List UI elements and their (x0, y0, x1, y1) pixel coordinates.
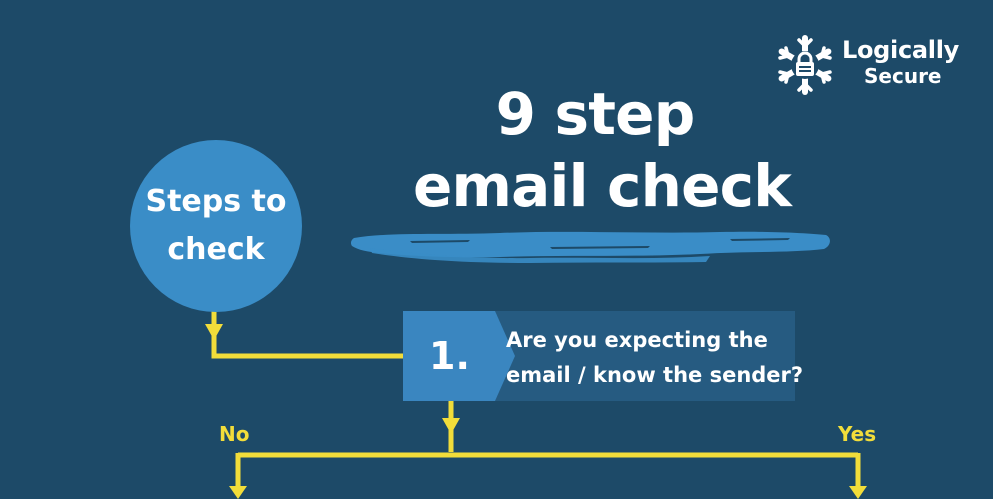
start-node-line-1: Steps to (145, 184, 287, 219)
start-node-circle: Steps to check (130, 140, 302, 312)
arrowhead-step1 (442, 418, 460, 434)
step-1-box: 1. Are you expecting the email / know th… (403, 311, 804, 401)
page-title: 9 step email check (380, 78, 810, 222)
title-line-2: email check (412, 152, 792, 220)
branch-label-yes: Yes (838, 422, 877, 446)
title-line-1: 9 step (495, 80, 696, 148)
step-1-question-line-1: Are you expecting the (506, 328, 768, 352)
logo-snowflake-lock-icon (778, 35, 832, 95)
arrowhead-no (229, 486, 247, 499)
logo: Logically Secure (774, 34, 974, 96)
connector-start-to-step1 (211, 306, 403, 359)
step-1-question-line-2: email / know the sender? (506, 363, 804, 387)
arrowhead-start (205, 324, 223, 340)
step-1-question: Are you expecting the email / know the s… (506, 323, 804, 393)
step-1-number: 1. (429, 334, 470, 378)
arrowhead-yes (849, 486, 867, 499)
title-brush-underline (350, 231, 830, 263)
start-node-label: Steps to check (145, 178, 286, 274)
logo-line-1: Logically (842, 36, 960, 64)
step-1-number-block: 1. (403, 311, 515, 401)
logo-wordmark: Logically Secure (842, 38, 959, 86)
logo-line-2: Secure (864, 64, 942, 88)
start-node-line-2: check (167, 232, 265, 267)
branch-label-no: No (219, 422, 250, 446)
